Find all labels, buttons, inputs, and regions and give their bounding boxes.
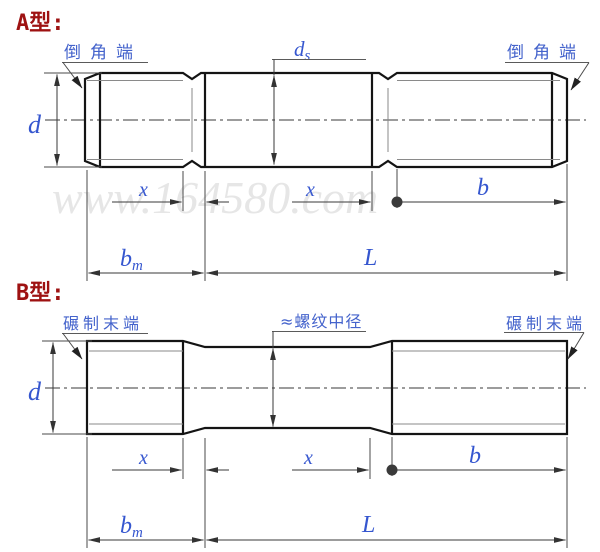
- x-label: x: [305, 179, 315, 201]
- rolled-end-label: 碾制末端: [63, 314, 143, 333]
- type-a-title: A型:: [16, 11, 65, 36]
- dimension-b-b: b: [386, 443, 566, 476]
- pitch-diameter-label: ≈螺纹中径: [280, 312, 362, 331]
- dimension-L-b: L: [206, 512, 566, 543]
- type-a-view: A型: 倒角端 倒角端 ds: [16, 11, 590, 281]
- watermark-text: www.164580.com: [52, 172, 378, 223]
- d-label: d: [28, 110, 42, 139]
- type-b-title: B型:: [16, 281, 65, 306]
- callout-chamfer-end-left: 倒角端: [62, 43, 148, 89]
- d-label: d: [28, 377, 42, 406]
- ds-label: ds: [294, 37, 311, 64]
- dimension-d-b: d: [28, 340, 92, 435]
- x-label: x: [138, 179, 148, 201]
- bm-label: bm: [120, 513, 143, 541]
- dimension-bm-a: bm: [88, 246, 204, 276]
- dimension-b-a: b: [391, 175, 566, 208]
- b-label: b: [477, 175, 489, 201]
- callout-rolled-end-left: 碾制末端: [62, 314, 148, 360]
- rolled-end-label: 碾制末端: [506, 314, 586, 333]
- bm-label: bm: [120, 246, 143, 274]
- stud-body-a: [83, 71, 569, 169]
- dimension-ds: ds: [271, 37, 366, 165]
- dimension-x-left-b: x: [112, 447, 229, 473]
- callout-chamfer-end-right: 倒角端: [505, 43, 590, 91]
- b-label: b: [469, 443, 481, 469]
- dimension-x-middle-a: x: [292, 179, 371, 205]
- x-label: x: [303, 447, 313, 469]
- leader-arrow: [570, 62, 590, 91]
- dimension-L-a: L: [206, 245, 566, 276]
- dimension-d-a: d: [28, 72, 102, 168]
- dimension-x-middle-b: x: [292, 447, 369, 473]
- L-label: L: [361, 512, 375, 538]
- chamfer-end-label: 倒角端: [64, 43, 142, 63]
- x-label: x: [138, 447, 148, 469]
- dimension-pitch-diameter: ≈螺纹中径: [270, 312, 366, 427]
- leader-arrow: [62, 333, 83, 360]
- leader-arrow: [567, 332, 585, 360]
- L-label: L: [363, 245, 377, 271]
- dimension-x-left-a: x: [112, 179, 229, 205]
- type-b-view: B型: 碾制末端 碾制末端 ≈螺纹中径: [16, 281, 586, 548]
- chamfer-end-label: 倒角端: [507, 43, 585, 63]
- leader-arrow: [62, 62, 83, 89]
- dimension-bm-b: bm: [88, 513, 204, 543]
- callout-rolled-end-right: 碾制末端: [504, 314, 586, 360]
